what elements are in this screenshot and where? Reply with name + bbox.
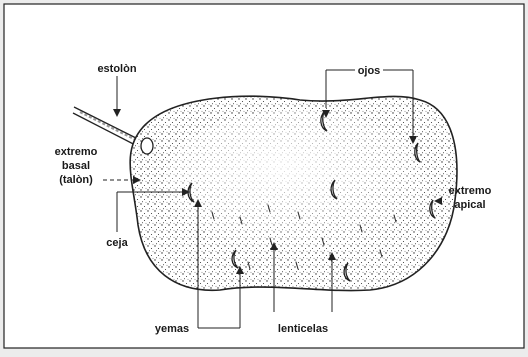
label-ojos: ojos bbox=[358, 65, 381, 77]
label-extremo-basal-line3: (talòn) bbox=[59, 174, 93, 186]
label-yemas: yemas bbox=[155, 323, 189, 335]
label-estolon: estolòn bbox=[97, 63, 136, 75]
label-ceja: ceja bbox=[106, 237, 128, 249]
label-extremo-apical-line2: apical bbox=[454, 199, 485, 211]
stolon-scar bbox=[141, 138, 153, 154]
label-lenticelas: lenticelas bbox=[278, 323, 328, 335]
label-extremo-basal-line1: extremo bbox=[55, 146, 98, 158]
label-extremo-basal-line2: basal bbox=[62, 160, 90, 172]
label-extremo-apical-line1: extremo bbox=[449, 185, 492, 197]
